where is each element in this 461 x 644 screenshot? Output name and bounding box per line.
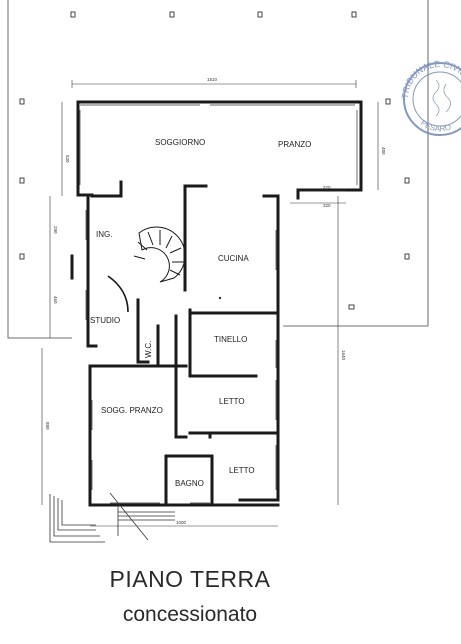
dim-right-small-b: 320 bbox=[323, 203, 331, 208]
room-label-bagno: BAGNO bbox=[175, 479, 204, 488]
room-label-soggiorno: SOGGIORNO bbox=[155, 138, 205, 147]
column-markers bbox=[19, 11, 410, 310]
dim-right-small-a: 320 bbox=[323, 185, 331, 190]
dim-left-middle-b: 460 bbox=[53, 296, 58, 304]
room-label-ingresso: ING. bbox=[96, 230, 112, 239]
room-label-wc: W.C. bbox=[144, 341, 153, 358]
dim-left-bottom: 880 bbox=[45, 422, 50, 430]
dim-left-middle-a: 290 bbox=[53, 226, 58, 234]
room-label-tinello: TINELLO bbox=[214, 335, 247, 344]
walls bbox=[70, 100, 363, 507]
dim-bottom-width: 1000 bbox=[176, 520, 187, 525]
spiral-staircase bbox=[133, 226, 186, 283]
entry-steps bbox=[49, 492, 175, 543]
terrace-outline bbox=[7, 0, 429, 339]
room-label-studio: STUDIO bbox=[90, 316, 120, 325]
floor-plan: 1510 530 480 320 320 290 460 880 1640 10… bbox=[7, 0, 461, 543]
dim-right-full: 1640 bbox=[341, 350, 346, 361]
room-label-sogg-pranzo: SOGG. PRANZO bbox=[101, 406, 163, 415]
plan-subtitle: concessionato bbox=[122, 603, 258, 626]
room-label-pranzo: PRANZO bbox=[278, 140, 311, 149]
dim-right-top: 480 bbox=[381, 147, 386, 155]
dim-top-width: 1510 bbox=[207, 77, 218, 82]
dimension-lines bbox=[41, 80, 379, 527]
room-label-cucina: CUCINA bbox=[218, 254, 249, 263]
room-label-letto-2: LETTO bbox=[229, 466, 255, 475]
room-label-letto-1: LETTO bbox=[219, 397, 245, 406]
fixture-mark bbox=[218, 296, 222, 300]
curved-partition bbox=[107, 275, 129, 313]
plan-title: PIANO TERRA bbox=[109, 566, 271, 592]
dim-left-top: 530 bbox=[65, 155, 70, 163]
windows bbox=[79, 104, 358, 504]
stamp-text-top: TRIBUNALE CIVILE bbox=[400, 59, 461, 99]
court-stamp: TRIBUNALE CIVILE PESARO bbox=[400, 59, 461, 136]
